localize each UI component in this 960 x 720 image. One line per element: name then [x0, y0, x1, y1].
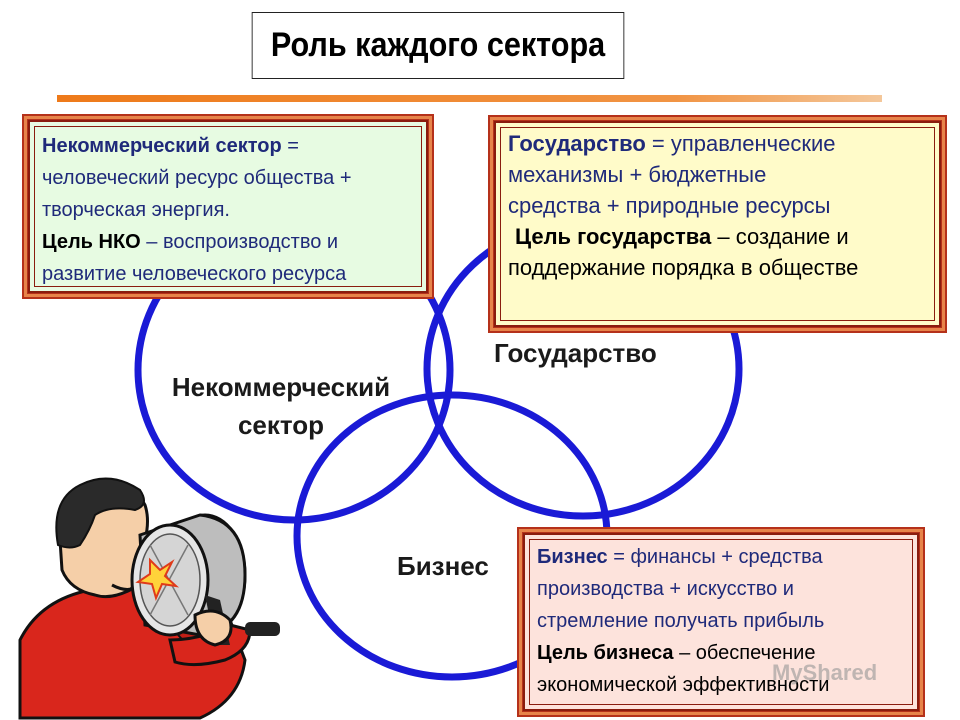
biz-eq: = финансы + средства [607, 546, 823, 568]
circle-label-nko-line2: сектор [237, 410, 325, 440]
circle-label-gov: Государство [494, 338, 657, 368]
biz-goal-line2: экономической эффективности [537, 674, 830, 696]
gov-eq: = управленческие [645, 131, 836, 156]
biz-box-inner-border [529, 539, 913, 705]
nko-box-inner-border [34, 126, 422, 287]
man-with-spotlight-illustration [18, 477, 280, 720]
gov-box-inner-border [500, 127, 935, 321]
gov-box-text: Государство = управленческие механизмы +… [508, 128, 933, 283]
gov-line3: средства + природные ресурсы [508, 193, 831, 218]
gov-goal-rest: – создание и [711, 224, 849, 249]
biz-line2: производства + искусство и [537, 578, 794, 600]
watermark: MyShared [772, 660, 878, 685]
biz-head: Бизнес [537, 546, 608, 568]
nko-line3: творческая энергия. [42, 199, 230, 221]
page-title: Роль каждого сектора [251, 12, 625, 79]
circle-label-biz: Бизнес [397, 551, 489, 581]
circle-label-nko: Некоммерческий сектор [146, 368, 416, 444]
title-text: Роль каждого сектора [270, 26, 606, 64]
gov-goal-head: Цель государства [515, 224, 712, 249]
nko-line2: человеческий ресурс общества + [42, 167, 352, 189]
circle-label-nko-line1: Некоммерческий [171, 372, 391, 402]
nko-description-box: Некоммерческий сектор = человеческий рес… [24, 116, 432, 297]
nko-goal-head: Цель НКО [42, 231, 141, 253]
gov-head: Государство [508, 131, 646, 156]
nko-goal-line2: развитие человеческого ресурса [42, 263, 347, 285]
biz-description-box: Бизнес = финансы + средства производства… [519, 529, 923, 715]
biz-goal-rest: – обеспечение [673, 642, 816, 664]
biz-goal-head: Цель бизнеса [537, 642, 674, 664]
nko-box-text: Некоммерческий сектор = человеческий рес… [42, 130, 420, 290]
title-underline [57, 95, 882, 102]
biz-box-text: Бизнес = финансы + средства производства… [537, 541, 911, 701]
biz-line3: стремление получать прибыль [537, 610, 825, 632]
nko-eq: = [281, 135, 299, 157]
gov-goal-line2: поддержание порядка в обществе [508, 255, 859, 280]
nko-head: Некоммерческий сектор [42, 135, 282, 157]
gov-description-box: Государство = управленческие механизмы +… [490, 117, 945, 331]
gov-line2: механизмы + бюджетные [508, 162, 767, 187]
nko-goal-rest: – воспроизводство и [140, 231, 339, 253]
